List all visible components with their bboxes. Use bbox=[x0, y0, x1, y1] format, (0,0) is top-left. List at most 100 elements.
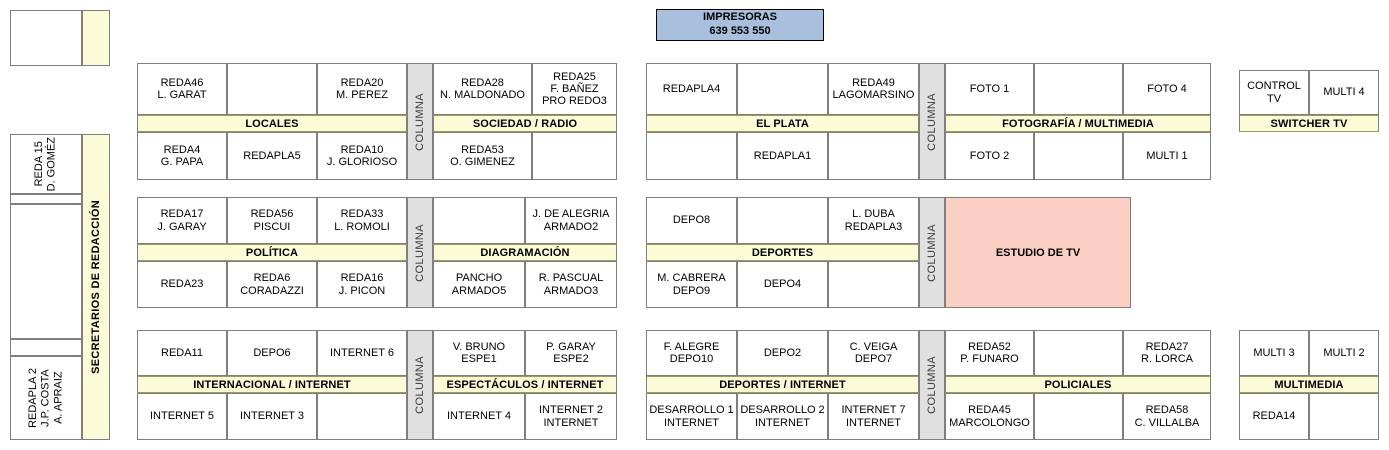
desk-j-de-alegria[interactable]: J. DE ALEGRIA ARMADO2 bbox=[525, 197, 617, 244]
desk-reda33[interactable]: REDA33 L. ROMOLI bbox=[317, 197, 407, 244]
desk-deportes-bottom-empty[interactable] bbox=[828, 261, 919, 308]
desk-internet4[interactable]: INTERNET 4 bbox=[433, 393, 525, 440]
desk-reda23-label: REDA23 bbox=[160, 278, 204, 291]
desk-reda52[interactable]: REDA52 P. FUNARO bbox=[945, 330, 1034, 376]
desk-multi4[interactable]: MULTI 4 bbox=[1309, 70, 1379, 115]
block-deportes: DEPO8 L. DUBA REDAPLA3 DEPORTES M. CABRE… bbox=[646, 197, 919, 308]
desk-foto4[interactable]: FOTO 4 bbox=[1123, 63, 1211, 115]
desk-locales-top-empty[interactable] bbox=[227, 63, 317, 115]
columna-strip-r2a-label: COLUMNA bbox=[414, 223, 426, 282]
sidebar-cell-reda15[interactable]: REDA 15 D. GOMÉZ bbox=[10, 134, 82, 194]
desk-reda46[interactable]: REDA46 L. GARAT bbox=[137, 63, 227, 115]
desk-depo2[interactable]: DEPO2 bbox=[737, 330, 828, 376]
desk-p-garay[interactable]: P. GARAY ESPE2 bbox=[525, 330, 617, 376]
sidebar-cell-spacer[interactable] bbox=[10, 339, 82, 356]
desk-redapla5-label: REDAPLA5 bbox=[243, 149, 301, 162]
desk-reda11[interactable]: REDA11 bbox=[137, 330, 227, 376]
desk-multi1-label: MULTI 1 bbox=[1146, 149, 1188, 162]
desk-foto2[interactable]: FOTO 2 bbox=[945, 132, 1034, 180]
desk-reda4-label: REDA4 G. PAPA bbox=[160, 143, 204, 168]
desk-multimedia-bottom-empty[interactable] bbox=[1309, 393, 1379, 440]
desk-internet3[interactable]: INTERNET 3 bbox=[227, 393, 317, 440]
sidebar-cell-empty-2[interactable] bbox=[10, 204, 82, 339]
desk-foto-top-empty[interactable] bbox=[1034, 63, 1123, 115]
desk-reda27[interactable]: REDA27 R. LORCA bbox=[1123, 330, 1211, 376]
desk-pancho[interactable]: PANCHO ARMADO5 bbox=[433, 261, 525, 308]
desk-multi2[interactable]: MULTI 2 bbox=[1309, 330, 1379, 376]
desk-l-duba[interactable]: L. DUBA REDAPLA3 bbox=[828, 197, 919, 244]
desk-reda10[interactable]: REDA10 J. GLORIOSO bbox=[317, 132, 407, 180]
desk-internet2[interactable]: INTERNET 2 INTERNET bbox=[525, 393, 617, 440]
desk-reda25[interactable]: REDA25 F. BAÑEZ PRO REDO3 bbox=[532, 63, 617, 115]
desk-v-bruno[interactable]: V. BRUNO ESPE1 bbox=[433, 330, 525, 376]
desk-redapla4[interactable]: REDAPLA4 bbox=[646, 63, 737, 115]
desk-reda16-label: REDA16 J. PICON bbox=[338, 272, 386, 297]
desk-reda17[interactable]: REDA17 J. GARAY bbox=[137, 197, 227, 244]
desk-reda16[interactable]: REDA16 J. PICON bbox=[317, 261, 407, 308]
desk-reda46-label: REDA46 L. GARAT bbox=[157, 76, 207, 101]
desk-reda58[interactable]: REDA58 C. VILLALBA bbox=[1123, 393, 1211, 440]
desk-internet5-label: INTERNET 5 bbox=[150, 410, 214, 423]
block-sociedad-radio: REDA28 N. MALDONADO REDA25 F. BAÑEZ PRO … bbox=[433, 63, 617, 180]
desk-desarrollo1[interactable]: DESARROLLO 1 INTERNET bbox=[646, 393, 737, 440]
desk-multi1[interactable]: MULTI 1 bbox=[1123, 132, 1211, 180]
block-fotografia-multimedia: FOTO 1 FOTO 4 FOTOGRAFÍA / MULTIMEDIA FO… bbox=[945, 63, 1211, 180]
desk-reda20[interactable]: REDA20 M. PEREZ bbox=[317, 63, 407, 115]
desk-reda49[interactable]: REDA49 LAGOMARSINO bbox=[828, 63, 919, 115]
desk-reda23[interactable]: REDA23 bbox=[137, 261, 227, 308]
desk-reda45[interactable]: REDA45 MARCOLONGO bbox=[945, 393, 1034, 440]
desk-elplata-bottom-empty-1[interactable] bbox=[646, 132, 737, 180]
desk-depo6[interactable]: DEPO6 bbox=[227, 330, 317, 376]
desk-depo4[interactable]: DEPO4 bbox=[737, 261, 828, 308]
desk-elplata-top-empty[interactable] bbox=[737, 63, 828, 115]
desk-deportes-top-empty[interactable] bbox=[737, 197, 828, 244]
printers-title: IMPRESORAS bbox=[703, 11, 777, 24]
desk-redapla5[interactable]: REDAPLA5 bbox=[227, 132, 317, 180]
block-diagramacion: J. DE ALEGRIA ARMADO2 DIAGRAMACIÓN PANCH… bbox=[433, 197, 617, 308]
desk-reda4[interactable]: REDA4 G. PAPA bbox=[137, 132, 227, 180]
room-estudio-de-tv[interactable]: ESTUDIO DE TV bbox=[945, 197, 1131, 308]
sidebar-cell-empty-1[interactable] bbox=[10, 194, 82, 204]
desk-control-tv[interactable]: CONTROL TV bbox=[1239, 70, 1309, 115]
sidebar-vertical-banner-label: SECRETARIOS DE REDACCIÓN bbox=[90, 200, 102, 374]
desk-desarrollo2[interactable]: DESARROLLO 2 INTERNET bbox=[737, 393, 828, 440]
desk-foto-bottom-empty[interactable] bbox=[1034, 132, 1123, 180]
desk-diagramacion-top-empty[interactable] bbox=[433, 197, 525, 244]
columna-strip-r3a: COLUMNA bbox=[407, 330, 433, 440]
desk-redapla1[interactable]: REDAPLA1 bbox=[737, 132, 828, 180]
desk-depo6-label: DEPO6 bbox=[253, 346, 291, 359]
desk-reda14[interactable]: REDA14 bbox=[1239, 393, 1309, 440]
columna-strip-r2a: COLUMNA bbox=[407, 197, 433, 308]
desk-f-alegre[interactable]: F. ALEGRE DEPO10 bbox=[646, 330, 737, 376]
desk-reda6[interactable]: REDA6 CORADAZZI bbox=[227, 261, 317, 308]
banner-switcher-tv: SWITCHER TV bbox=[1239, 115, 1379, 132]
desk-foto1[interactable]: FOTO 1 bbox=[945, 63, 1034, 115]
desk-m-cabrera[interactable]: M. CABRERA DEPO9 bbox=[646, 261, 737, 308]
sidebar-cell-redapla2[interactable]: REDAPLA 2 J.P. COSTA A. APRAIZ bbox=[10, 356, 82, 440]
columna-strip-r1b: COLUMNA bbox=[919, 63, 945, 180]
printers-header[interactable]: IMPRESORAS 639 553 550 bbox=[656, 9, 824, 41]
banner-internacional-internet: INTERNACIONAL / INTERNET bbox=[137, 376, 407, 393]
desk-c-veiga[interactable]: C. VEIGA DEPO7 bbox=[828, 330, 919, 376]
desk-multi3[interactable]: MULTI 3 bbox=[1239, 330, 1309, 376]
desk-internacional-bottom-empty[interactable] bbox=[317, 393, 407, 440]
desk-depo8[interactable]: DEPO8 bbox=[646, 197, 737, 244]
desk-l-duba-label: L. DUBA REDAPLA3 bbox=[844, 208, 903, 233]
desk-policiales-bottom-empty[interactable] bbox=[1034, 393, 1123, 440]
desk-r-pascual[interactable]: R. PASCUAL ARMADO3 bbox=[525, 261, 617, 308]
sidebar-top-empty-cell[interactable] bbox=[10, 10, 82, 66]
desk-internet5[interactable]: INTERNET 5 bbox=[137, 393, 227, 440]
desk-reda53[interactable]: REDA53 O. GIMENEZ bbox=[433, 132, 532, 180]
banner-sociedad-radio: SOCIEDAD / RADIO bbox=[433, 115, 617, 132]
desk-policiales-top-empty[interactable] bbox=[1034, 330, 1123, 376]
desk-internet6-label: INTERNET 6 bbox=[330, 346, 394, 359]
desk-reda56[interactable]: REDA56 PISCUI bbox=[227, 197, 317, 244]
desk-internet6[interactable]: INTERNET 6 bbox=[317, 330, 407, 376]
desk-sociedad-bottom-empty[interactable] bbox=[532, 132, 617, 180]
desk-elplata-bottom-empty-2[interactable] bbox=[828, 132, 919, 180]
desk-j-de-alegria-label: J. DE ALEGRIA ARMADO2 bbox=[532, 208, 610, 233]
desk-internet7[interactable]: INTERNET 7 INTERNET bbox=[828, 393, 919, 440]
sidebar-top-group bbox=[10, 10, 110, 66]
desk-reda28[interactable]: REDA28 N. MALDONADO bbox=[433, 63, 532, 115]
banner-deportes-internet: DEPORTES / INTERNET bbox=[646, 376, 919, 393]
